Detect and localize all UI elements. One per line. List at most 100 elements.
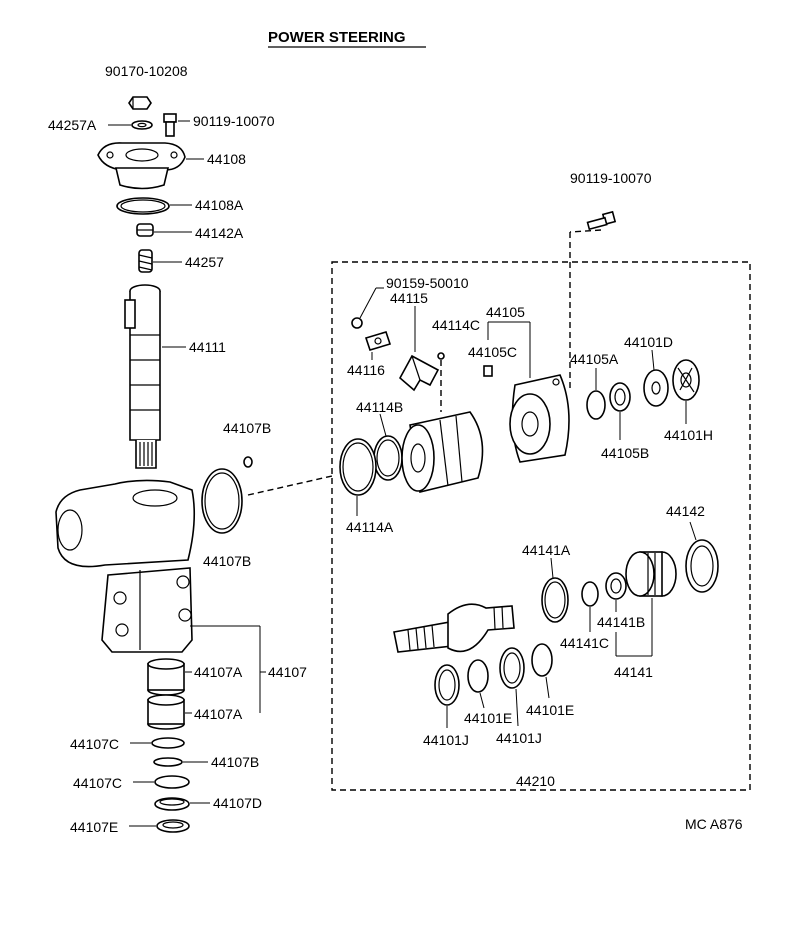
washer-44257a — [131, 120, 153, 130]
label-44105a: 44105A — [570, 351, 619, 367]
valve-housing — [509, 374, 570, 463]
leader-90159-50010 — [359, 287, 377, 319]
leader-44101e-1 — [479, 692, 485, 709]
label-44142a: 44142A — [195, 225, 244, 241]
pin-44114c — [437, 352, 445, 360]
label-44105c: 44105C — [468, 344, 517, 360]
washer-44101d-inner — [651, 381, 661, 395]
label-44114a: 44114A — [346, 519, 394, 535]
label-44107c-1: 44107C — [70, 736, 119, 752]
label-44107c-2: 44107C — [73, 775, 122, 791]
oring-44141a — [541, 577, 569, 623]
leader-44101e-2 — [545, 676, 550, 699]
assembly-dashed-link — [247, 475, 333, 496]
oring-44114b-inner — [376, 439, 400, 477]
label-44101e-1: 44101E — [464, 710, 512, 726]
bearing-44107a-2 — [147, 694, 185, 730]
label-90159-50010: 90159-50010 — [386, 275, 469, 291]
label-44107a-1: 44107A — [194, 664, 243, 680]
label-44101j-1: 44101J — [423, 732, 469, 748]
gear-housing — [55, 479, 196, 653]
bolt-90119-10070-right — [586, 210, 617, 231]
label-44141c: 44141C — [560, 635, 609, 651]
bearing-44107a-1 — [147, 658, 185, 696]
label-44107b-top: 44107B — [223, 420, 271, 436]
seal-44142 — [685, 539, 719, 593]
piston-44141 — [625, 551, 677, 597]
label-44101h: 44101H — [664, 427, 713, 443]
diagram-title: POWER STEERING — [268, 29, 406, 46]
label-44257: 44257 — [185, 254, 224, 270]
label-44114c: 44114C — [432, 317, 480, 333]
leader-44114b — [379, 413, 387, 437]
label-90170-10208: 90170-10208 — [105, 63, 188, 79]
label-90119-10070-top: 90119-10070 — [193, 113, 275, 129]
valve-body — [401, 411, 484, 493]
ring-44141b-inner — [610, 578, 622, 594]
leader-44142 — [689, 521, 697, 541]
pinion-shaft — [393, 603, 515, 653]
ring-44107b-low — [153, 757, 183, 767]
label-44105: 44105 — [486, 304, 525, 320]
leader-44101d — [651, 349, 655, 371]
label-44108: 44108 — [207, 151, 246, 167]
label-44101e-2: 44101E — [526, 702, 574, 718]
nut-90170-10208 — [128, 96, 152, 110]
seal-44107d-inner — [159, 798, 185, 806]
label-44101d: 44101D — [624, 334, 673, 350]
ring-44101j-1-inner — [438, 669, 456, 701]
label-44107d: 44107D — [213, 795, 262, 811]
spring-44257 — [138, 249, 153, 273]
label-90119-10070-right: 90119-10070 — [570, 170, 652, 186]
label-44142: 44142 — [666, 503, 705, 519]
ring-44101e-1 — [467, 659, 489, 693]
oring-44107b-inner — [204, 472, 240, 530]
bearing-44101h — [672, 359, 700, 401]
ring-44107b-top — [243, 456, 253, 468]
oring-44108a-inner — [120, 199, 166, 213]
seal-44107d — [154, 797, 190, 811]
label-44107e: 44107E — [70, 819, 118, 835]
label-44141b: 44141B — [597, 614, 645, 630]
oring-44108a — [116, 197, 170, 215]
oring-44114b — [373, 435, 403, 481]
leader-44101j-2 — [515, 688, 519, 727]
ring-44141b — [605, 572, 627, 600]
bolt-44105c — [483, 365, 493, 377]
ring-44101j-2-inner — [503, 652, 521, 684]
washer-44107c-1 — [151, 737, 185, 749]
label-44107a-2: 44107A — [194, 706, 243, 722]
oring-44105a — [586, 390, 606, 420]
label-44107b-mid: 44107B — [203, 553, 251, 569]
label-44210: 44210 — [516, 773, 555, 789]
seal-44107e-inner — [162, 821, 184, 829]
clip-44116 — [364, 331, 392, 351]
seal-44142a — [136, 223, 154, 237]
label-44257a: 44257A — [48, 117, 97, 133]
valve-shaft-44111 — [124, 284, 161, 469]
cover-44108 — [97, 142, 186, 190]
footer-code: MC A876 — [685, 816, 743, 832]
bolt-90119-10070-top — [163, 113, 177, 137]
washer-44101d — [643, 369, 669, 407]
ring-44141c — [581, 581, 599, 607]
oring-44114a-inner — [342, 442, 374, 492]
label-44101j-2: 44101J — [496, 730, 542, 746]
bolt-dashed-h — [569, 229, 602, 233]
label-44115: 44115 — [390, 290, 428, 306]
label-44108a: 44108A — [195, 197, 244, 213]
label-44107b-low: 44107B — [211, 754, 259, 770]
oring-44107b — [201, 468, 243, 534]
bearing-44105b-inner — [614, 388, 626, 406]
label-44116: 44116 — [347, 362, 385, 378]
screw-90159-50010 — [351, 317, 363, 329]
ring-44101e-2 — [531, 643, 553, 677]
label-44114b: 44114B — [356, 399, 403, 415]
oring-44114a — [339, 438, 377, 496]
subassembly-box-44210 — [331, 261, 751, 791]
leader-44141a — [550, 557, 554, 579]
bearing-44105b — [609, 382, 631, 412]
label-44141: 44141 — [614, 664, 653, 680]
